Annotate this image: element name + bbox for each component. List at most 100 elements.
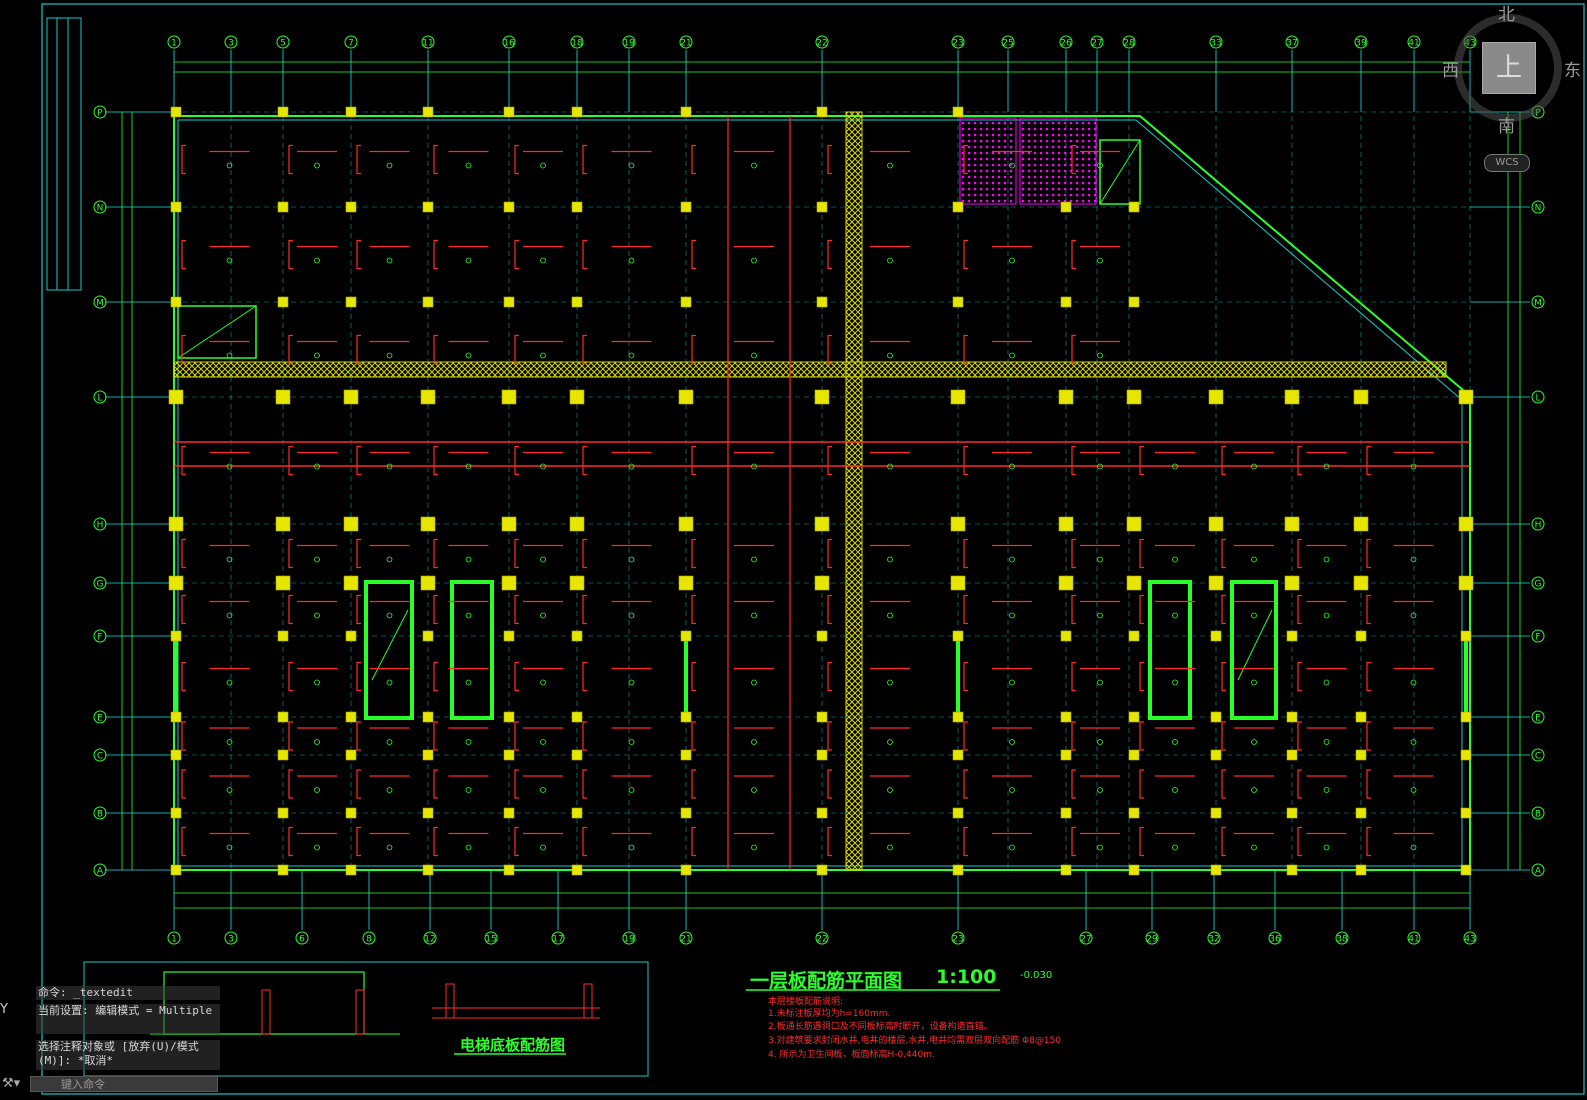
bottom-axis-bubble: 41 [1407, 931, 1421, 945]
column [1458, 575, 1474, 591]
rebar-mark [1366, 445, 1371, 476]
rebar-mark [1071, 445, 1076, 476]
top-axis-bubble-label: 39 [1355, 39, 1367, 49]
rebar-mark [1139, 721, 1144, 751]
column [170, 630, 182, 642]
rebar-mark [356, 334, 361, 365]
command-history-line-2: 当前设置: 编辑模式 = Multiple [36, 1004, 220, 1034]
columns-layer [168, 106, 1474, 876]
column [503, 106, 515, 118]
viewcube-compass-ring[interactable] [1454, 14, 1562, 122]
viewcube-north-label[interactable]: 北 [1498, 5, 1515, 25]
rebar-mark [514, 769, 519, 799]
command-history-line-3: 选择注释对象或 [放弃(U)/模式(M)]: *取消* [36, 1040, 220, 1070]
rebar-mark [433, 594, 438, 625]
left-axis-bubble-label: N [97, 204, 104, 214]
bottom-axis-bubble: 27 [1079, 931, 1093, 945]
rebar-mark [582, 721, 587, 751]
grid-layer [105, 50, 1530, 930]
rebar-mark [514, 721, 519, 751]
rebar-mark [356, 721, 361, 751]
rebar-mark [691, 538, 696, 569]
column [1284, 516, 1300, 532]
column [816, 630, 828, 642]
column [422, 201, 434, 213]
viewcube-east-label[interactable]: 东 [1564, 61, 1581, 81]
rebar-mark [288, 594, 293, 625]
column [277, 749, 289, 761]
top-axis-bubble-label: 3 [228, 39, 234, 49]
bottom-axis-bubble: 3 [224, 931, 238, 945]
column [277, 864, 289, 876]
rebar-mark [433, 239, 438, 270]
rebar-mark [827, 445, 832, 476]
column [680, 807, 692, 819]
top-axis-bubble-label: 7 [348, 39, 354, 49]
rebar-mark [582, 769, 587, 799]
left-axis-bubble-label: M [96, 299, 104, 309]
rebar-mark [1139, 594, 1144, 625]
column [571, 749, 583, 761]
top-axis-bubble: 5 [276, 35, 290, 49]
column [503, 864, 515, 876]
column [950, 516, 966, 532]
top-axis-bubble: 11 [421, 35, 435, 49]
rebar-mark [433, 538, 438, 569]
rebar-mark [963, 769, 968, 799]
column [571, 201, 583, 213]
top-axis-bubble-label: 19 [623, 39, 635, 49]
column [503, 630, 515, 642]
wcs-menu-button[interactable]: WCS [1484, 154, 1530, 172]
rebar-mark [181, 239, 186, 270]
right-axis-bubble-label: F [1535, 633, 1540, 643]
left-axis-bubble: C [93, 748, 107, 762]
rebar-mark [288, 445, 293, 476]
rebar-layer [181, 144, 1434, 857]
right-axis-bubble-label: M [1534, 299, 1542, 309]
command-input[interactable]: 键入命令 [30, 1076, 218, 1092]
viewcube-south-label[interactable]: 南 [1498, 117, 1515, 137]
bottom-axis-bubble-label: 23 [952, 935, 963, 945]
rebar-mark [1297, 594, 1302, 625]
column [420, 575, 436, 591]
column [1286, 630, 1298, 642]
right-axis-bubble-label: H [1535, 521, 1542, 531]
notes-title: 本层楼板配筋说明: [768, 997, 844, 1007]
rebar-mark [288, 721, 293, 751]
viewcube-top-face[interactable]: 上 [1482, 42, 1536, 94]
column [1353, 575, 1369, 591]
rebar-mark [582, 594, 587, 625]
elevator-detail-title: 电梯底板配筋图 [460, 1036, 566, 1054]
rebar-mark [582, 661, 587, 692]
rebar-mark [514, 661, 519, 692]
column [503, 296, 515, 308]
viewcube[interactable]: 北 南 西 东 上 WCS [1442, 4, 1584, 174]
column [816, 749, 828, 761]
top-axis-bubble-label: 1 [171, 39, 177, 49]
column [1060, 807, 1072, 819]
viewcube-west-label[interactable]: 西 [1442, 61, 1459, 81]
rebar-mark [963, 144, 968, 175]
rebar-mark [963, 334, 968, 365]
right-axis-bubble: A [1531, 863, 1545, 877]
title-strip [46, 17, 82, 291]
top-axis-bubble-label: 27 [1091, 39, 1102, 49]
rebar-mark [181, 721, 186, 751]
column [1060, 201, 1072, 213]
top-axis-bubble-label: 11 [422, 39, 433, 49]
rebar-mark [181, 144, 186, 175]
bottom-axis-bubble-label: 19 [623, 935, 635, 945]
column [680, 296, 692, 308]
top-axis-bubble-label: 18 [571, 39, 583, 49]
column [816, 864, 828, 876]
top-axis-bubble-label: 21 [680, 39, 691, 49]
command-history-line-1: 命令: _textedit [36, 986, 220, 1000]
column [950, 389, 966, 405]
command-wrench-icon[interactable]: ⚒▾ [2, 1076, 21, 1091]
rebar-mark [582, 538, 587, 569]
column [277, 807, 289, 819]
column [1060, 630, 1072, 642]
top-axis-bubble: 27 [1090, 35, 1104, 49]
column [170, 749, 182, 761]
